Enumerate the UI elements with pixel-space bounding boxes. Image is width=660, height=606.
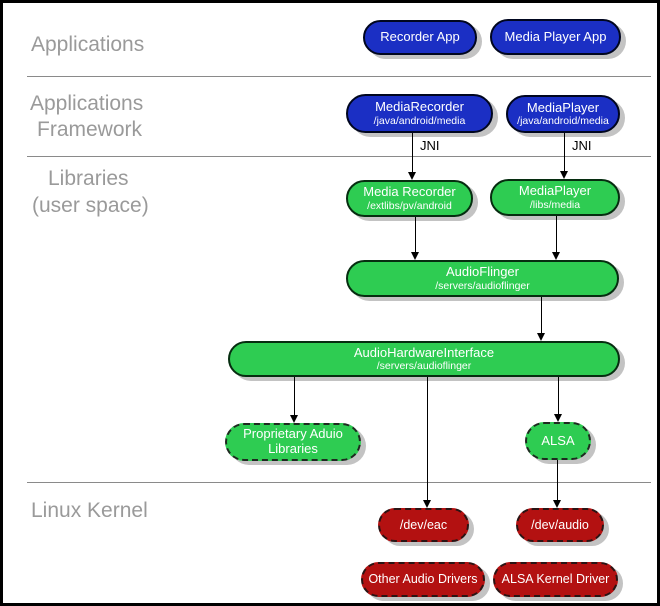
node-path: /libs/media [529,198,581,211]
node-proprietary-audio-libraries: Proprietary Aduio Libraries [225,423,361,461]
jni-label: JNI [420,138,440,153]
node-media-recorder-library: Media Recorder /extlibs/pv/android [346,180,473,217]
node-label: ALSA Kernel Driver [501,572,610,587]
connector-mediaplayerlib-to-audioflinger [556,216,557,253]
connector-audioflinger-to-audiohw [541,297,542,334]
section-divider [27,156,651,157]
node-audioflinger: AudioFlinger /servers/audioflinger [346,260,619,297]
node-label: MediaPlayer [518,183,592,198]
section-label-applications-framework-line1: Applications [30,92,144,115]
connector-audiohw-to-alsa [558,377,559,415]
section-divider [27,482,651,483]
section-divider [27,76,651,77]
node-mediaplayer-library: MediaPlayer /libs/media [490,179,620,216]
arrow-down-icon [553,500,561,508]
connector-mediaplayerfw-to-mediaplayerlib [564,133,565,172]
node-label: Media Recorder [363,184,456,199]
node-alsa-kernel-driver: ALSA Kernel Driver [493,562,618,597]
node-other-audio-drivers: Other Audio Drivers [361,562,485,597]
node-recorder-app: Recorder App [363,20,477,55]
node-label: Recorder App [380,29,460,45]
node-path: /servers/audioflinger [376,360,472,373]
section-label-applications: Applications [31,33,145,56]
arrow-down-icon [290,415,298,423]
node-mediarecorder-framework: MediaRecorder /java/android/media [346,94,493,133]
jni-label: JNI [572,138,592,153]
section-label-libraries-line2: (user space) [32,194,149,217]
connector-mediarecorderfw-to-mediarecorderlib [412,133,413,173]
node-alsa: ALSA [525,422,591,460]
node-label: MediaPlayer [526,99,600,115]
node-mediaplayer-framework: MediaPlayer /java/android/media [506,95,620,133]
section-label-applications-framework-line2: Framework [37,118,143,141]
connector-mediarecorderlib-to-audioflinger [415,217,416,253]
node-path: /java/android/media [373,114,466,127]
section-label-linux-kernel: Linux Kernel [31,499,148,522]
node-path: /java/android/media [517,115,609,128]
node-label: AudioFlinger [446,264,519,279]
arrow-down-icon [554,414,562,422]
node-label: /dev/eac [399,517,448,532]
arrow-down-icon [552,252,560,260]
node-label: ALSA [541,432,575,448]
node-path: /servers/audioflinger [435,279,530,292]
node-label: Media Player App [504,28,607,44]
arrow-down-icon [560,171,568,179]
node-path: /extlibs/pv/android [367,199,452,212]
node-label: /dev/audio [531,517,589,532]
node-dev-eac: /dev/eac [378,508,469,542]
arrow-down-icon [423,500,431,508]
connector-alsa-to-dev-audio [557,460,558,501]
arrow-down-icon [411,252,419,260]
node-dev-audio: /dev/audio [516,508,604,542]
connector-audiohw-to-proprietary [294,377,295,416]
node-label: MediaRecorder [375,99,464,114]
node-label: Other Audio Drivers [368,572,478,587]
node-audio-hardware-interface: AudioHardwareInterface /servers/audiofli… [228,341,620,377]
arrow-down-icon [408,172,416,180]
node-label: AudioHardwareInterface [353,344,495,360]
connector-audiohw-to-dev-eac [427,377,428,501]
node-label-line1: Proprietary Aduio [243,426,343,442]
arrow-down-icon [537,333,545,341]
node-media-player-app: Media Player App [490,19,621,55]
node-label-line2: Libraries [268,441,318,456]
section-label-libraries-line1: Libraries [48,167,129,190]
